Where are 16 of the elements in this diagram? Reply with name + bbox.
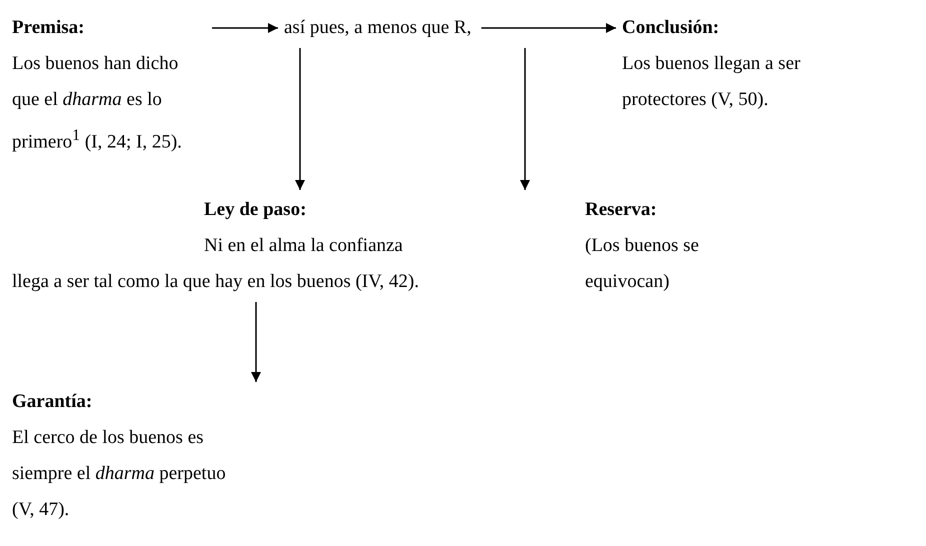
- arrow: [520, 48, 530, 190]
- argument-text: Ni en el alma la confianza llega a ser tal como la que hay en los buenos (IV, 42).: [12, 234, 420, 294]
- section-heading: Conclusión:: [622, 16, 720, 40]
- arrow: [212, 23, 278, 33]
- argument-text: Los buenos llegan a ser protectores (V, 50).: [622, 52, 802, 112]
- arrow: [481, 23, 616, 33]
- arrow: [251, 302, 261, 382]
- section-heading: Ley de paso:: [203, 198, 306, 222]
- argument-text: Los buenos han dicho que el dharma es lo primero$^{1}$ (I, 24; I, 25).: [12, 52, 183, 154]
- argument-text: El cerco de los buenos es siempre el dharma perpetuo (V, 47).: [12, 426, 227, 522]
- section-heading: Garantía:: [12, 390, 92, 414]
- argument-text: (Los buenos se equivocan): [584, 234, 700, 294]
- connective-text: así pues, a menos que R,: [284, 16, 472, 40]
- section-heading: Premisa:: [12, 16, 84, 40]
- arrow: [295, 48, 305, 190]
- section-heading: Reserva:: [584, 198, 657, 222]
